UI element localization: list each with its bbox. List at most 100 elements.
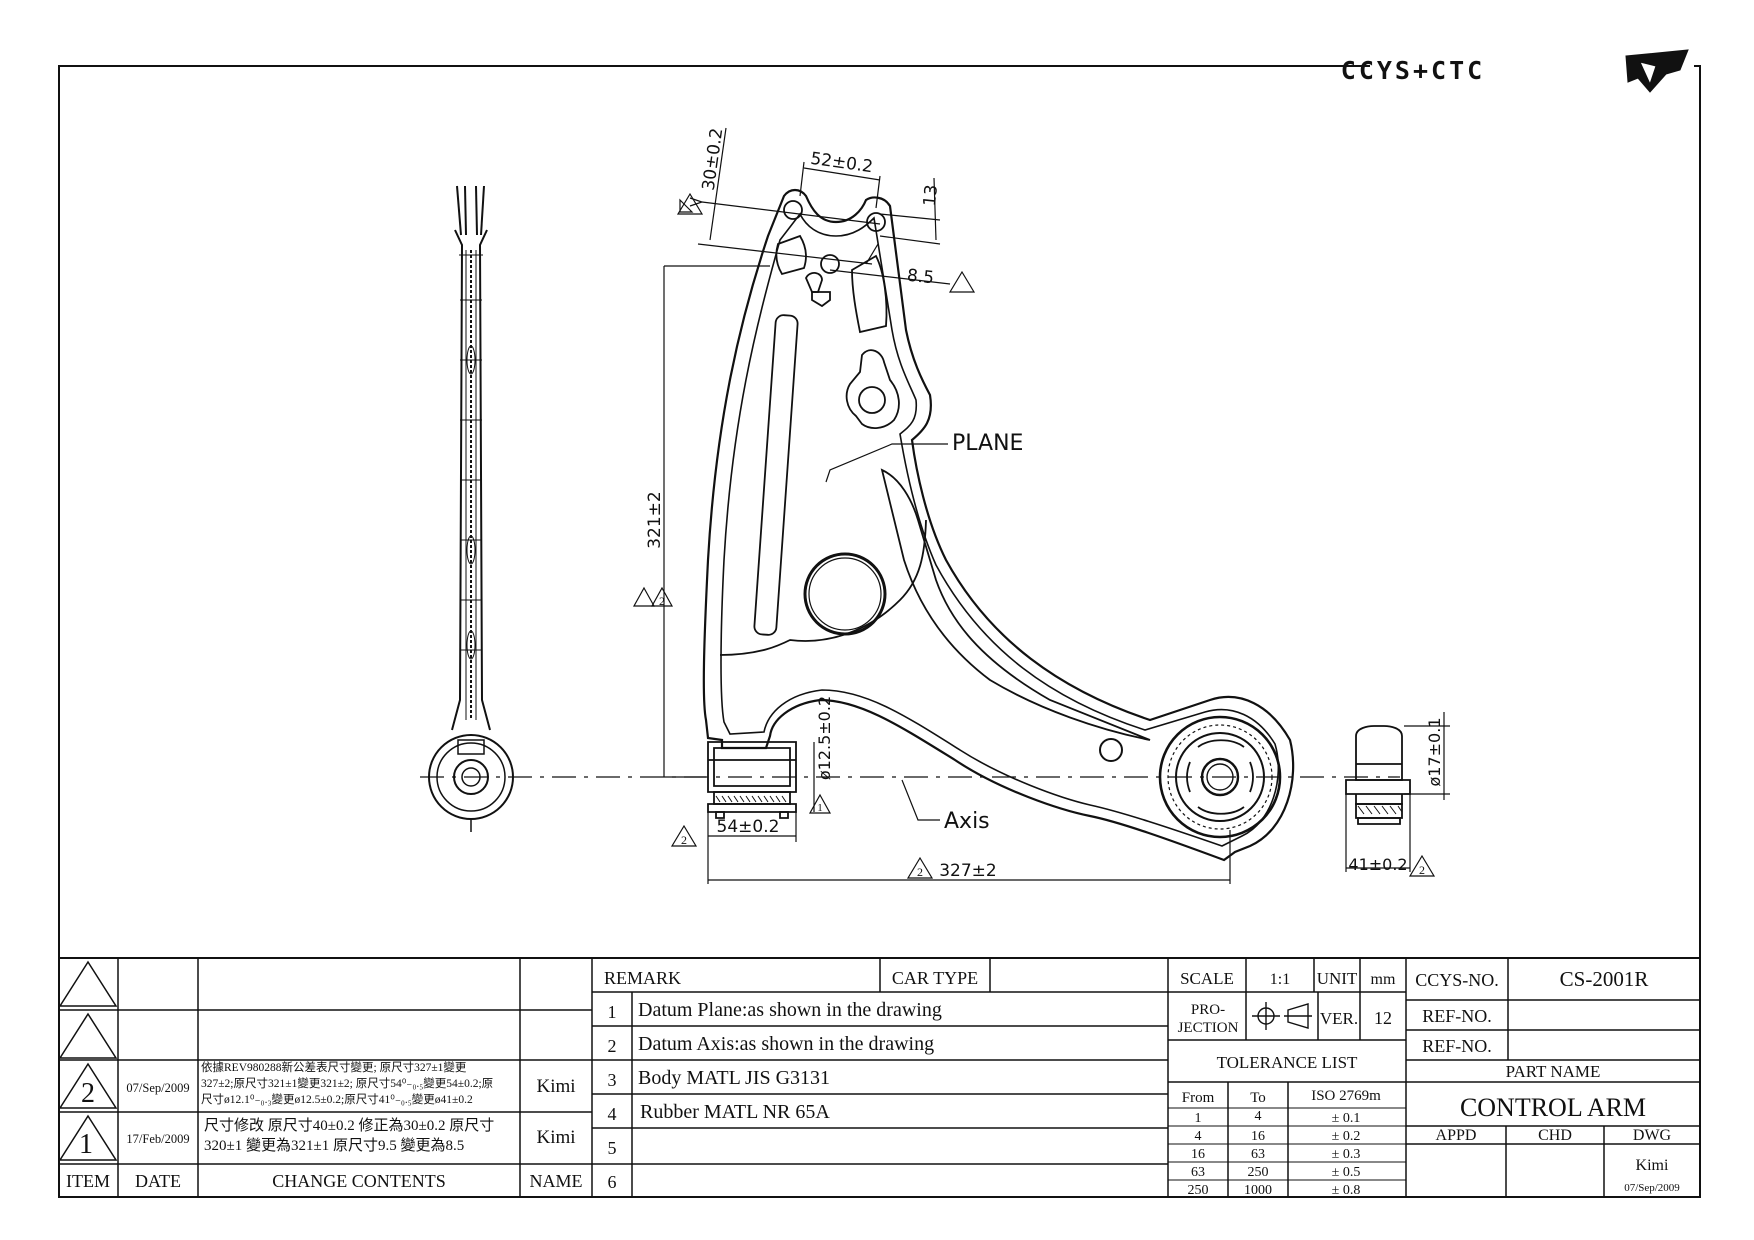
tol-header-to: To: [1250, 1090, 1266, 1106]
revision-table: 2 07/Sep/2009 依據REV980288新公差表尺寸變更; 原尺寸32…: [66, 1060, 583, 1191]
remark-num-2: 2: [608, 1036, 617, 1056]
tol-value-5: ± 0.8: [1332, 1183, 1361, 1198]
lower-slot: [882, 470, 1150, 740]
remark-text-3: Body MATL JIS G3131: [638, 1067, 830, 1089]
tol-from-2: 4: [1195, 1129, 1202, 1144]
arm-outline: [704, 190, 1293, 860]
ball-joint-end-view: [1346, 726, 1410, 824]
ref-no-label-1: REF-NO.: [1422, 1006, 1492, 1026]
tol-value-1: ± 0.1: [1332, 1111, 1361, 1126]
rev-marker-2-label: 2: [681, 833, 687, 847]
rev-triangle-2: [60, 1064, 116, 1108]
brand-mark-icon: [1626, 50, 1688, 92]
slot-right: [852, 256, 887, 332]
header-date: DATE: [135, 1171, 181, 1191]
ver-value: 12: [1374, 1008, 1392, 1028]
ccys-no-label: CCYS-NO.: [1415, 970, 1499, 990]
dim-overall-length: 327±2: [939, 861, 997, 881]
tolerance-title: TOLERANCE LIST: [1217, 1053, 1358, 1072]
remark-num-3: 3: [608, 1070, 617, 1090]
scale-label: SCALE: [1180, 969, 1234, 988]
rev-marker-1-label: 1: [817, 802, 823, 814]
unit-label: UNIT: [1317, 969, 1358, 988]
rev-marker-icon: [1410, 856, 1434, 876]
sheet-border: [59, 66, 1700, 1197]
table-grid: [59, 958, 1700, 1197]
rev-marker-2-label: 2: [1419, 863, 1425, 877]
dim-bush-width: 54±0.2: [717, 817, 780, 837]
dim-ball-width: 41±0.2: [1348, 855, 1407, 874]
header-name: NAME: [530, 1171, 583, 1191]
side-view: [429, 186, 513, 832]
tol-to-3: 63: [1251, 1147, 1265, 1162]
ver-label: VER.: [1320, 1009, 1358, 1028]
dim-ball-dia: ø17±0.1: [1425, 718, 1444, 787]
remark-text-4: Rubber MATL NR 65A: [640, 1101, 830, 1123]
remark-num-5: 5: [608, 1138, 617, 1158]
rev-marker-2-label: 2: [917, 865, 923, 879]
tol-header-iso: ISO 2769m: [1311, 1088, 1381, 1104]
dim-height: 321±2: [645, 491, 665, 549]
rev-marker-icon: [810, 795, 830, 813]
ccys-no-value: CS-2001R: [1560, 967, 1649, 991]
tol-value-3: ± 0.3: [1332, 1147, 1361, 1162]
rev-marker-icon: [634, 588, 654, 606]
tol-from-3: 16: [1191, 1147, 1205, 1162]
brand-logo-text: CCYS+CTC: [1341, 56, 1485, 85]
rev-marker-icon: [908, 858, 932, 878]
rev-contents-2-line2: 327±2;原尺寸321±1變更321±2; 原尺寸54⁰₋₀.₅變更54±0.…: [201, 1076, 493, 1090]
dimensions: [634, 128, 1450, 884]
rev-marker-icon: [678, 194, 702, 214]
header-change-contents: CHANGE CONTENTS: [272, 1171, 446, 1191]
rev-marker-icon: [950, 272, 974, 292]
title-block: SCALE 1:1 UNIT mm PRO- JECTION VER. 12 T…: [1178, 967, 1681, 1198]
tol-header-from: From: [1182, 1090, 1215, 1106]
tab-hole: [859, 387, 885, 413]
rev-contents-1-line2: 320±1 變更為321±1 原尺寸9.5 變更為8.5: [204, 1137, 464, 1154]
tol-to-1: 4: [1255, 1109, 1262, 1124]
rev-item-2: 2: [81, 1078, 95, 1109]
tol-to-5: 1000: [1244, 1183, 1272, 1198]
rev-date-1: 17/Feb/2009: [126, 1132, 189, 1146]
unit-value: mm: [1371, 971, 1396, 988]
rev-item-1: 1: [79, 1129, 93, 1160]
projection-symbol-icon: [1252, 1002, 1312, 1030]
part-name-value: CONTROL ARM: [1460, 1093, 1646, 1122]
slot-left: [754, 315, 798, 636]
slot-upper: [776, 236, 806, 274]
small-hole: [1100, 739, 1122, 761]
tol-from-5: 250: [1188, 1183, 1209, 1198]
mount-tab: [847, 350, 899, 428]
remark-table: REMARK CAR TYPE 1 Datum Plane:as shown i…: [604, 968, 978, 1192]
rev-contents-2-line1: 依據REV980288新公差表尺寸變更; 原尺寸327±1變更: [201, 1060, 467, 1074]
tol-from-1: 1: [1195, 1111, 1202, 1126]
dwg-label: DWG: [1633, 1127, 1672, 1144]
projection-label-1: PRO-: [1191, 1002, 1225, 1018]
brand-logo: CCYS+CTC: [1341, 50, 1688, 92]
remark-num-4: 4: [608, 1104, 617, 1124]
remark-text-2: Datum Axis:as shown in the drawing: [638, 1033, 934, 1055]
remark-text-1: Datum Plane:as shown in the drawing: [638, 999, 942, 1021]
main-view: [704, 190, 1410, 860]
lightening-hole: [805, 554, 885, 634]
bushing: [708, 742, 796, 818]
tol-value-2: ± 0.2: [1332, 1129, 1361, 1144]
ball-joint-pin: [1202, 759, 1238, 795]
remark-title: REMARK: [604, 968, 681, 988]
scale-value: 1:1: [1270, 971, 1290, 988]
ref-no-label-2: REF-NO.: [1422, 1036, 1492, 1056]
rev-triangle-empty-2: [60, 1014, 116, 1058]
appd-label: APPD: [1436, 1127, 1477, 1144]
rev-marker-icon: [652, 588, 672, 606]
dwg-name: Kimi: [1636, 1157, 1669, 1174]
header-item: ITEM: [66, 1171, 110, 1191]
rev-name-1: Kimi: [536, 1127, 575, 1148]
rev-triangle-1: [60, 1116, 116, 1160]
hole-a: [784, 201, 802, 219]
tol-value-4: ± 0.5: [1332, 1165, 1361, 1180]
dwg-date: 07/Sep/2009: [1624, 1182, 1680, 1194]
dim-bush-dia: ø12.5±0.2: [815, 696, 834, 780]
plane-label: PLANE: [952, 431, 1023, 456]
rev-name-2: Kimi: [536, 1076, 575, 1097]
ball-joint-outer: [1160, 717, 1280, 837]
